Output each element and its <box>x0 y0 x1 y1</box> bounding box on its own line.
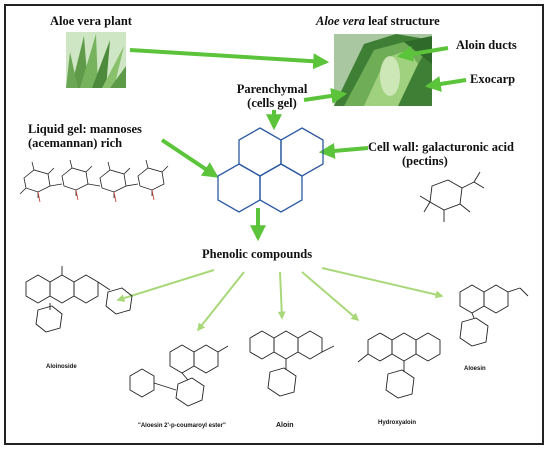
hydroxyaloin-structure <box>357 332 441 399</box>
parenchymal-line2: (cells gel) <box>247 96 297 110</box>
arrow-liquid-gel <box>160 138 219 178</box>
exocarp-label: Exocarp <box>470 72 516 86</box>
arrow-aloesin <box>321 267 444 299</box>
aloe-leaf-photo <box>334 34 432 106</box>
aloin-ducts-label: Aloin ducts <box>456 38 517 52</box>
diagram-frame <box>4 4 544 445</box>
aloesin-ester-structure <box>129 344 229 407</box>
phenolic-compounds-label: Phenolic compounds <box>202 247 313 261</box>
arrow-hydroxyaloin <box>301 271 360 322</box>
arrow-cell-wall <box>318 142 369 159</box>
liquid-gel-line2: (acemannan) rich <box>28 136 123 150</box>
arrow-aloinoside <box>116 269 215 302</box>
arrow-aloin <box>277 271 286 320</box>
hydroxyaloin-name: Hydroxyaloin <box>378 420 417 426</box>
aloin-structure <box>249 330 335 397</box>
arrow-aloin-ducts <box>396 46 449 62</box>
leaf-structure-label: Aloe vera leaf structure <box>316 14 440 28</box>
aloe-plant-label: Aloe vera plant <box>50 14 132 28</box>
aloe-plant-photo <box>66 32 126 88</box>
liquid-gel-label: Liquid gel: mannoses (acemannan) rich <box>28 122 142 150</box>
leaf-structure-italic: Aloe vera <box>316 14 365 28</box>
arrow-aloesin-ester <box>197 271 245 332</box>
cell-wall-label: Cell wall: galacturonic acid (pectins) <box>368 140 514 168</box>
aloesin-name: Aloesin <box>464 366 486 372</box>
arrow-exocarp <box>424 76 467 92</box>
liquid-gel-line1: Liquid gel: mannoses <box>28 122 142 136</box>
aloesin-ester-name: "Aloesin 2'-p-coumaroyl ester" <box>138 423 226 429</box>
parenchymal-cells-hexagons <box>217 127 324 213</box>
aloin-name: Aloin <box>276 422 294 429</box>
acemannan-structure <box>19 159 169 203</box>
arrow-plant-to-leaf <box>129 48 330 70</box>
leaf-structure-rest: leaf structure <box>364 14 440 28</box>
aloesin-structure <box>459 284 529 347</box>
aloinoside-structure <box>25 266 133 333</box>
cell-wall-line1: Cell wall: galacturonic acid <box>368 140 514 154</box>
parenchymal-label: Parenchymal (cells gel) <box>224 82 320 110</box>
aloinoside-name: Aloinoside <box>46 364 77 370</box>
galacturonic-acid-structure <box>419 171 485 222</box>
arrow-parenchymal-to-leaf <box>303 87 348 104</box>
cell-wall-line2: (pectins) <box>402 154 448 168</box>
parenchymal-line1: Parenchymal <box>236 82 308 96</box>
